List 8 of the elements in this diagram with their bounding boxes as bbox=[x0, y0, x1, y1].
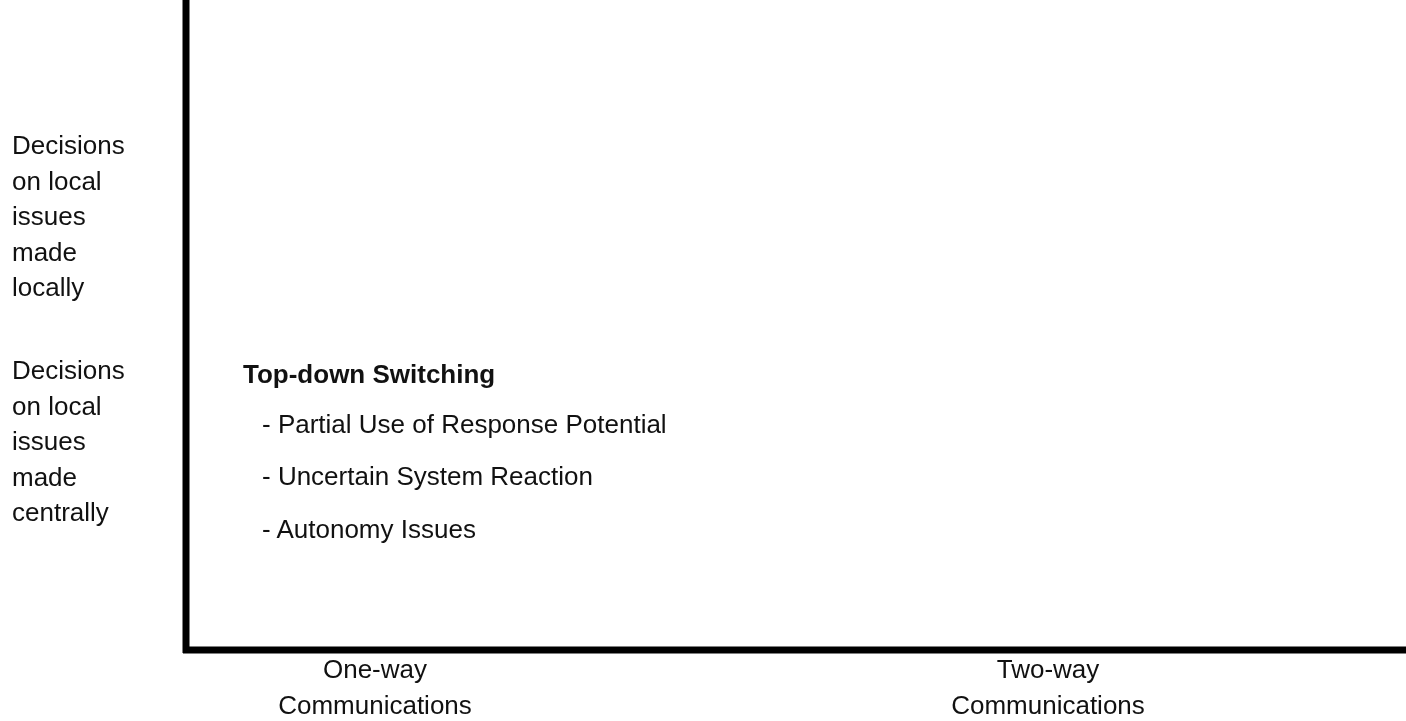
axis-label: Decisions on local issues made locally bbox=[12, 129, 126, 304]
list-item: - Uncertain System Reaction bbox=[262, 460, 594, 493]
axis-label: One-way Communications bbox=[277, 653, 473, 721]
list-item: - Autonomy Issues bbox=[262, 513, 477, 546]
axis-label: Two-way Communications bbox=[950, 653, 1146, 721]
quadrant-heading: Top-down Switching bbox=[243, 358, 497, 391]
axis-label: Decisions on local issues made centrally bbox=[12, 354, 126, 529]
list-item: - Partial Use of Response Potential bbox=[262, 408, 668, 441]
